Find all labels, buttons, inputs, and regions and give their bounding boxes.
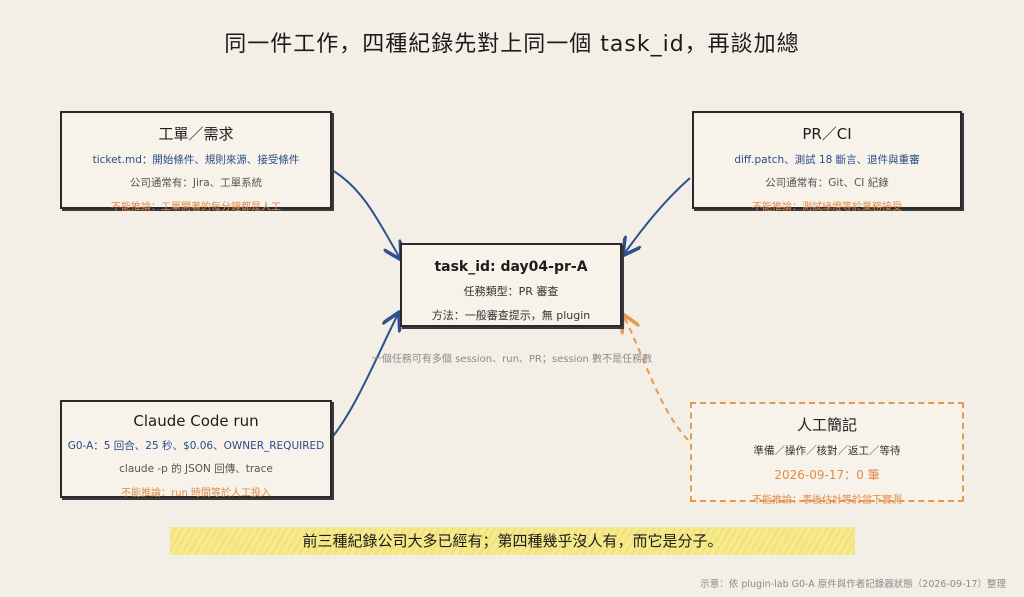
pr-line2: 公司通常有：Git、CI 紀錄 [765,177,889,189]
ticket-card: 工單／需求 ticket.md：開始條件、規則來源、接受條件 公司通常有：Jir… [60,111,332,213]
pr-line3: 不能推論：測試綠燈等於業務接受 [752,202,902,213]
task-heading: task_id: day04-pr-A [434,259,588,275]
claude-line2: claude -p 的 JSON 回傳、trace [119,463,273,475]
claude-run-card: Claude Code run G0-A：5 回合、25 秒、$0.06、OWN… [60,400,332,499]
arrow-claude-to-task [329,314,398,441]
source-footnote: 示意：依 plugin-lab G0-A 原件與作者記錄器狀態（2026-09-… [700,579,1006,590]
highlight-banner: 前三種紀錄公司大多已經有；第四種幾乎沒人有，而它是分子。 [170,527,855,555]
manual-log-card: 人工簡記 準備／操作／核對／返工／等待 2026-09-17：0 筆 不能推論：… [690,402,964,506]
claude-line1: G0-A：5 回合、25 秒、$0.06、OWNER_REQUIRED [67,440,325,452]
ticket-heading: 工單／需求 [158,125,234,143]
claude-heading: Claude Code run [133,412,259,430]
pr-heading: PR／CI [802,125,852,143]
task-card: task_id: day04-pr-A 任務類型：PR 審查 方法：一般審查提示… [400,243,622,327]
page-title: 同一件工作，四種紀錄先對上同一個 task_id，再談加總 [224,32,800,57]
manual-line1: 準備／操作／核對／返工／等待 [753,445,901,457]
manual-line3: 不能推論：事後估計等於當下實測 [752,495,902,506]
session-note: 一個任務可有多個 session、run、PR；session 數不是任務數 [371,354,653,365]
pr-line1: diff.patch、測試 18 斷言、退件與重審 [734,154,920,166]
arrow-manual-to-task [624,316,689,441]
arrow-pr-to-task [624,177,691,254]
task-line2: 方法：一般審查提示，無 plugin [431,309,591,322]
manual-heading: 人工簡記 [796,416,857,434]
pr-card: PR／CI diff.patch、測試 18 斷言、退件與重審 公司通常有：Gi… [692,111,962,213]
ticket-line3: 不能推論：工單開著的每分鐘都是人工 [111,202,281,213]
arrow-ticket-to-task [331,169,400,258]
ticket-line1: ticket.md：開始條件、規則來源、接受條件 [92,154,300,166]
ticket-line2: 公司通常有：Jira、工單系統 [129,177,263,189]
manual-line2: 2026-09-17：0 筆 [774,468,880,482]
claude-line3: 不能推論：run 時間等於人工投入 [121,488,271,499]
task-line1: 任務類型：PR 審查 [463,285,559,298]
